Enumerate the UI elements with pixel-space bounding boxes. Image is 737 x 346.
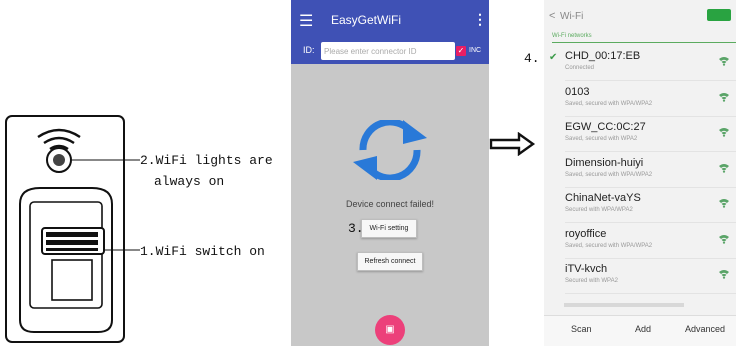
network-name: Dimension-huiyi bbox=[565, 156, 644, 169]
hamburger-menu-icon[interactable]: ☰ bbox=[299, 13, 314, 30]
scan-button[interactable]: Scan bbox=[571, 324, 592, 334]
network-name: CHD_00:17:EB bbox=[565, 50, 641, 62]
network-status: Connected bbox=[565, 65, 595, 71]
network-name: iTV-kvch bbox=[565, 263, 608, 275]
double-right-arrow-icon bbox=[489, 132, 536, 156]
network-status: Secured with WPA2 bbox=[565, 278, 618, 284]
wifi-toggle[interactable] bbox=[707, 9, 731, 21]
partially-hidden-network bbox=[564, 303, 684, 307]
network-row[interactable]: ✔ CHD_00:17:EB Connected bbox=[544, 50, 736, 83]
row-divider bbox=[565, 293, 736, 294]
refresh-connect-button[interactable]: Refresh connect bbox=[357, 252, 423, 271]
wifi-signal-icon[interactable] bbox=[718, 163, 730, 173]
wifi-signal-icon[interactable] bbox=[718, 234, 730, 244]
device-illustration bbox=[5, 115, 140, 343]
row-divider bbox=[565, 222, 736, 223]
step3-label: 3. bbox=[348, 221, 364, 236]
device-icon: ▣ bbox=[385, 324, 395, 335]
app-title: EasyGetWiFi bbox=[331, 13, 402, 27]
wifi-setting-button[interactable]: Wi-Fi setting bbox=[361, 219, 417, 238]
advanced-button[interactable]: Advanced bbox=[685, 324, 726, 334]
section-header: Wi-Fi networks bbox=[552, 33, 592, 39]
wifi-title: Wi-Fi bbox=[560, 11, 584, 22]
inc-label: INC bbox=[469, 47, 482, 54]
inc-checkbox[interactable]: ✓ bbox=[456, 46, 466, 56]
row-divider bbox=[565, 151, 736, 152]
refresh-sync-icon bbox=[353, 120, 427, 180]
easygetwifi-screen: ☰ EasyGetWiFi ⋮ ID: ✓ INC Device connect… bbox=[291, 0, 489, 346]
wifi-signal-icon[interactable] bbox=[718, 269, 730, 279]
wifi-settings-screen: < Wi-Fi Wi-Fi networks ✔ CHD_00:17:EB Conn… bbox=[544, 0, 736, 346]
network-name: ChinaNet-vaYS bbox=[565, 192, 641, 204]
network-name: royoffice bbox=[565, 227, 607, 240]
network-status: Saved, secured with WPA/WPA2 bbox=[565, 242, 653, 249]
network-name: 0103 bbox=[565, 85, 590, 98]
connect-status: Device connect failed! bbox=[345, 199, 435, 209]
step2-label-line1: 2.WiFi lights are bbox=[140, 153, 273, 168]
network-name: EGW_CC:0C:27 bbox=[565, 121, 646, 133]
id-label: ID: bbox=[303, 45, 315, 55]
wifi-signal-icon[interactable] bbox=[718, 92, 730, 102]
row-divider bbox=[565, 80, 736, 81]
step4-label: 4. bbox=[524, 51, 540, 66]
row-divider bbox=[565, 257, 736, 259]
row-divider bbox=[565, 115, 736, 117]
bottom-bar: Scan Add Advanced bbox=[544, 315, 736, 346]
network-status: Saved, secured with WPA/WPA2 bbox=[565, 100, 653, 107]
connected-check-icon: ✔ bbox=[549, 52, 558, 63]
network-status: Saved, secured with WPA/WPA2 bbox=[565, 171, 653, 178]
wifi-switch bbox=[41, 227, 105, 255]
action-fab[interactable]: ▣ bbox=[375, 315, 405, 345]
section-divider bbox=[552, 42, 736, 43]
network-row[interactable]: ChinaNet-vaYS Secured with WPA/WPA2 bbox=[544, 192, 736, 225]
network-status: Secured with WPA/WPA2 bbox=[565, 207, 633, 213]
wifi-icon bbox=[37, 128, 81, 151]
wifi-signal-icon[interactable] bbox=[718, 127, 730, 137]
step2-label-line2: always on bbox=[154, 174, 225, 189]
wifi-signal-icon[interactable] bbox=[718, 198, 730, 208]
app-bar: ☰ EasyGetWiFi ⋮ bbox=[291, 0, 489, 40]
id-row: ID: ✓ INC bbox=[291, 40, 489, 64]
row-divider bbox=[565, 186, 736, 188]
back-icon[interactable]: < bbox=[549, 10, 556, 22]
indicator-light-icon bbox=[46, 147, 72, 173]
add-button[interactable]: Add bbox=[635, 324, 652, 334]
connector-id-input[interactable] bbox=[321, 42, 455, 60]
wifi-signal-icon[interactable] bbox=[718, 56, 730, 66]
more-options-icon[interactable]: ⋮ bbox=[473, 11, 487, 27]
step1-label: 1.WiFi switch on bbox=[140, 244, 265, 259]
network-status: Saved, secured with WPA2 bbox=[565, 136, 638, 142]
